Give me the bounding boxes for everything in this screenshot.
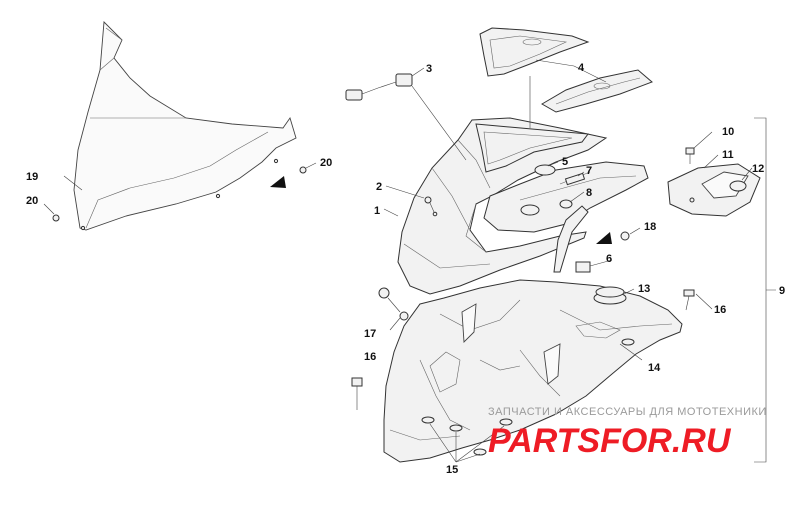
bolt-right	[683, 289, 695, 311]
windshield-screw	[52, 158, 307, 231]
direction-arrow-icon	[270, 176, 286, 188]
dash-panel	[483, 161, 649, 233]
callout-9: 9	[779, 285, 785, 297]
callout-1: 1	[374, 205, 380, 217]
callout-16-left: 16	[364, 351, 376, 363]
switch	[564, 172, 586, 186]
callout-3: 3	[426, 63, 432, 75]
callout-17: 17	[364, 328, 376, 340]
callout-16-right: 16	[714, 304, 726, 316]
wiring-harness	[345, 73, 413, 101]
callout-20-right: 20	[320, 157, 332, 169]
boot	[593, 286, 627, 305]
watermark-logo: PARTSFOR.RU	[488, 422, 732, 460]
watermark: ЗАПЧАСТИ И АКСЕССУАРЫ ДЛЯ МОТОТЕХНИКИ PA…	[488, 406, 767, 460]
trim-panel-lower	[541, 69, 653, 113]
watermark-tagline: ЗАПЧАСТИ И АКСЕССУАРЫ ДЛЯ МОТОТЕХНИКИ	[488, 406, 767, 418]
callout-11: 11	[722, 149, 734, 161]
callout-12: 12	[752, 163, 764, 175]
callout-10: 10	[722, 126, 734, 138]
callout-8: 8	[586, 187, 592, 199]
callout-2: 2	[376, 181, 382, 193]
screw-18	[620, 231, 630, 241]
push-rivets	[421, 338, 635, 456]
bolt-left	[351, 377, 363, 396]
callout-20-left: 20	[26, 195, 38, 207]
clip	[378, 287, 409, 321]
mirror-mount-plate	[667, 163, 761, 217]
direction-arrow-icon	[596, 232, 612, 244]
leader-lines	[43, 59, 776, 463]
upper-fairing	[397, 117, 608, 295]
callout-4: 4	[578, 62, 585, 74]
vent-window	[475, 123, 589, 173]
callout-13: 13	[638, 283, 650, 295]
callout-5: 5	[562, 156, 568, 168]
lower-fairing	[383, 279, 683, 463]
callout-6: 6	[606, 253, 612, 265]
callout-labels: 1 2 3 4 5 6 7 8 9 10 11 12 13 14 15 16 1…	[26, 62, 785, 476]
windshield	[73, 20, 297, 231]
callout-18: 18	[644, 221, 656, 233]
screw	[424, 196, 438, 217]
grommet	[534, 164, 556, 176]
bracket	[553, 205, 591, 273]
plug	[559, 199, 573, 209]
callout-15: 15	[446, 464, 458, 476]
callout-19: 19	[26, 171, 38, 183]
callout-7: 7	[586, 165, 592, 177]
trim-panel-upper	[479, 27, 590, 77]
callout-14: 14	[648, 362, 661, 374]
mount-screw	[685, 147, 695, 164]
